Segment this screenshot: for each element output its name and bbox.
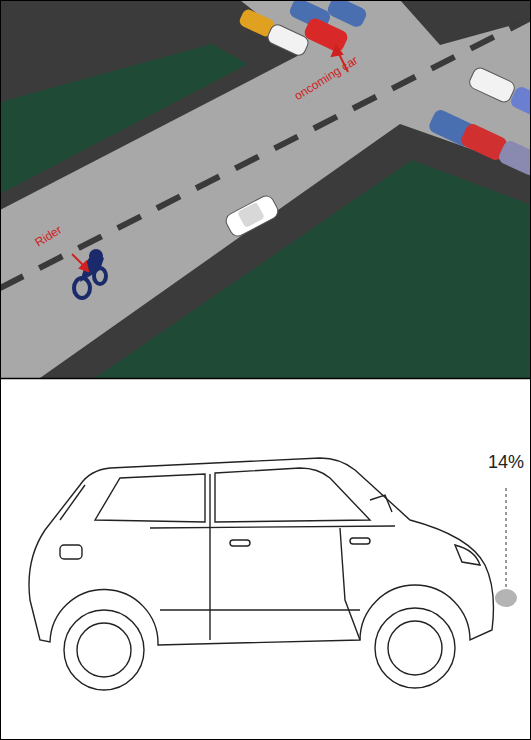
rider-motorbike xyxy=(74,249,106,298)
oncoming-car xyxy=(302,16,349,54)
parked-cars xyxy=(238,0,531,177)
sidewalk xyxy=(400,0,531,45)
white-car xyxy=(223,193,280,239)
percentage-label: 14% xyxy=(488,453,524,471)
grass-block xyxy=(0,44,248,194)
car-outline xyxy=(29,458,493,690)
lane-divider xyxy=(0,18,531,288)
leader-arrow xyxy=(72,46,348,271)
divider xyxy=(0,378,531,380)
sidewalk xyxy=(0,0,305,210)
impact-point xyxy=(495,589,517,607)
grass-block xyxy=(95,160,531,378)
sidewalk xyxy=(40,124,531,378)
leader-line xyxy=(506,488,507,588)
road-surface xyxy=(0,0,531,378)
